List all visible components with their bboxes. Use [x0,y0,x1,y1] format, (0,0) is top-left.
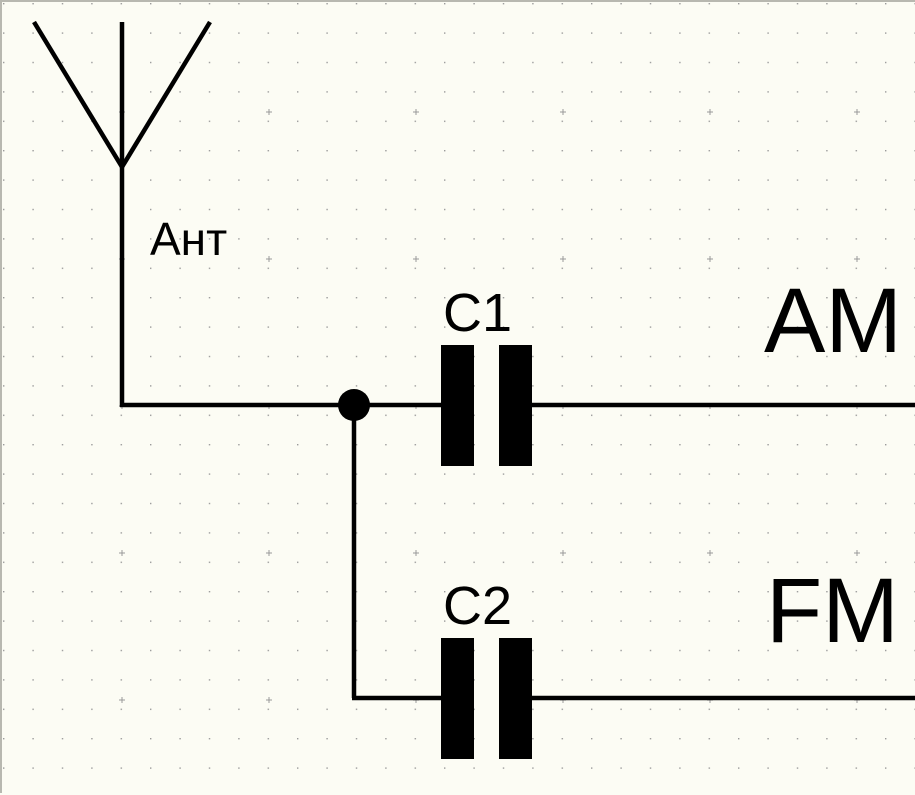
junction-dot[interactable] [338,389,370,421]
antenna-symbol[interactable] [32,20,212,407]
capacitor-c1[interactable] [441,345,532,466]
am-output-label: AM [764,270,902,372]
wires [120,402,915,701]
capacitor-c2[interactable] [441,638,532,759]
c1-label: C1 [443,283,512,343]
antenna-label: Ант [150,213,227,265]
c2-label: C2 [443,576,512,636]
fm-output-label: FM [766,560,899,662]
